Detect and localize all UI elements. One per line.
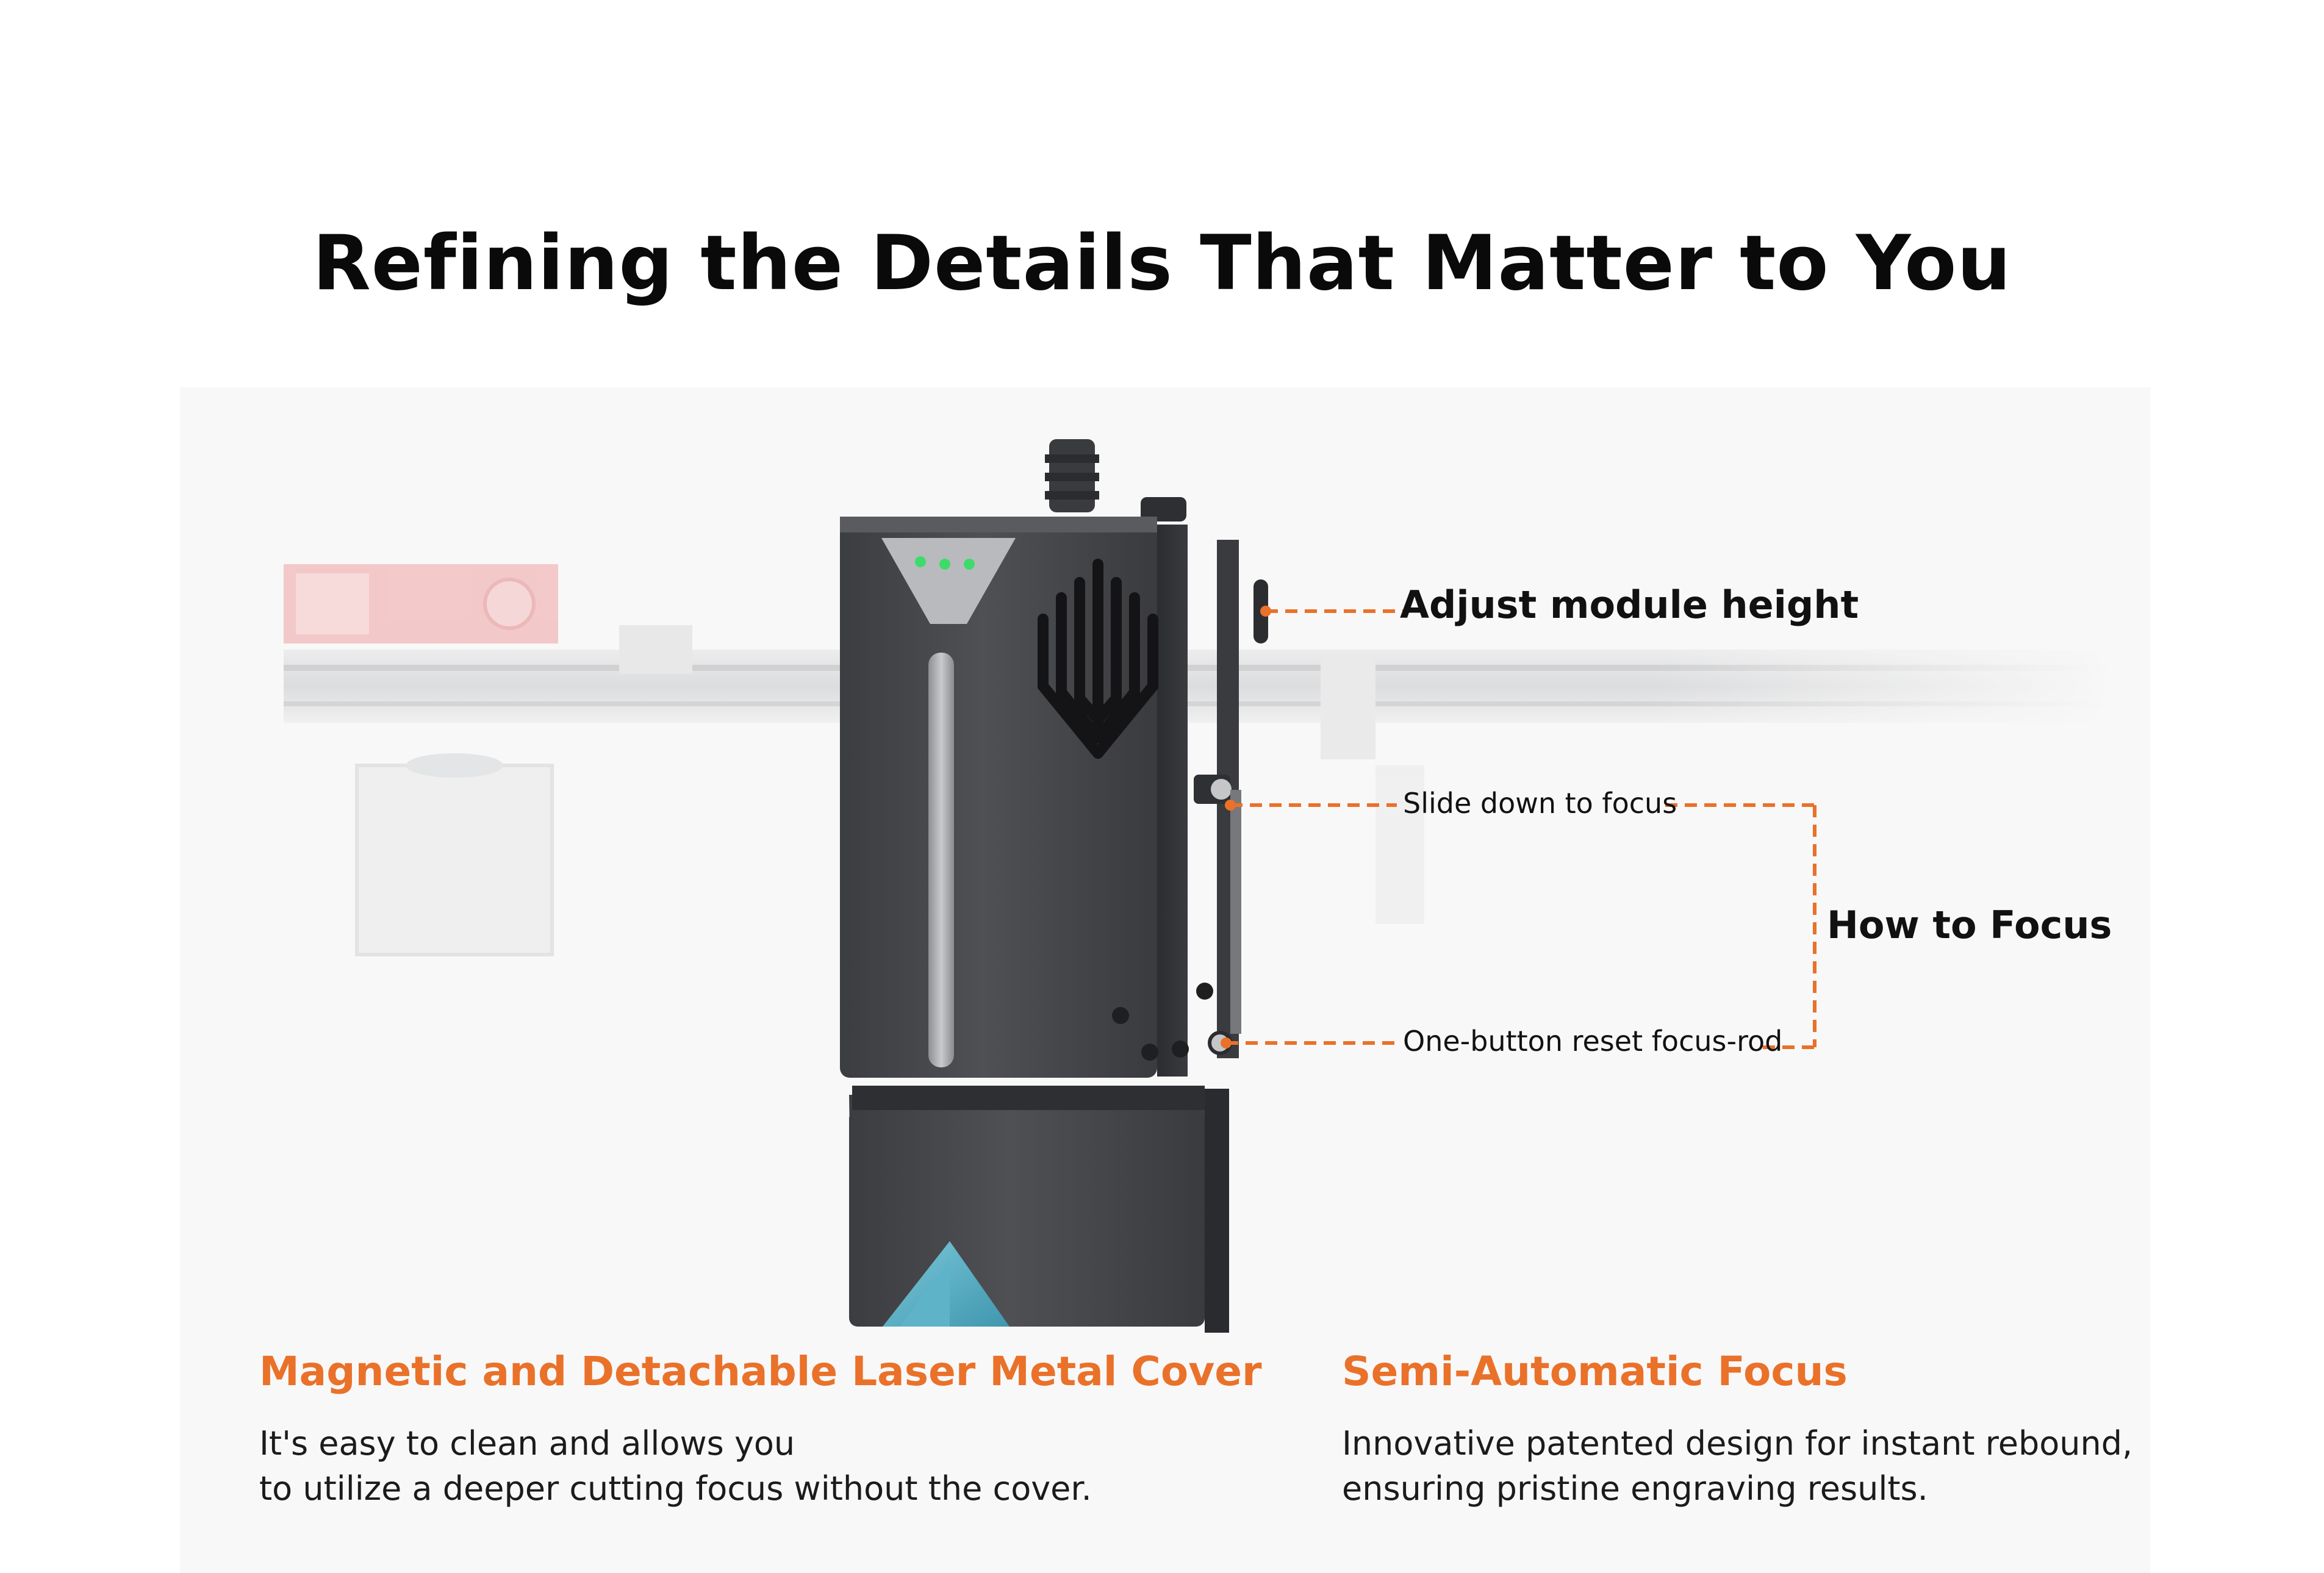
feature-desc-cover: It's easy to clean and allows you to uti… xyxy=(259,1421,1092,1511)
feature-desc-line: It's easy to clean and allows you xyxy=(259,1424,795,1463)
page-title: Refining the Details That Matter to You xyxy=(312,220,2012,307)
laser-module-illustration xyxy=(840,439,1268,1333)
callout-reset-rod: One-button reset focus-rod xyxy=(1403,1025,1783,1058)
callout-connectors xyxy=(1226,609,1817,1049)
feature-desc-line: Innovative patented design for instant r… xyxy=(1342,1424,2133,1463)
feature-panel: Adjust module height Slide down to focus… xyxy=(180,387,2150,1573)
callout-how-to-focus: How to Focus xyxy=(1827,903,2112,947)
callout-adjust-height: Adjust module height xyxy=(1400,582,1859,627)
callout-slide-down: Slide down to focus xyxy=(1403,787,1677,820)
feature-desc-line: ensuring pristine engraving results. xyxy=(1342,1469,1928,1508)
feature-desc-focus: Innovative patented design for instant r… xyxy=(1342,1421,2132,1511)
product-illustration xyxy=(284,439,2114,1333)
feature-title-cover: Magnetic and Detachable Laser Metal Cove… xyxy=(259,1348,1262,1395)
vent-grille-icon xyxy=(1038,559,1158,759)
feature-title-focus: Semi-Automatic Focus xyxy=(1342,1348,1848,1395)
gantry-rail xyxy=(284,564,2114,956)
feature-desc-line: to utilize a deeper cutting focus withou… xyxy=(259,1469,1092,1508)
